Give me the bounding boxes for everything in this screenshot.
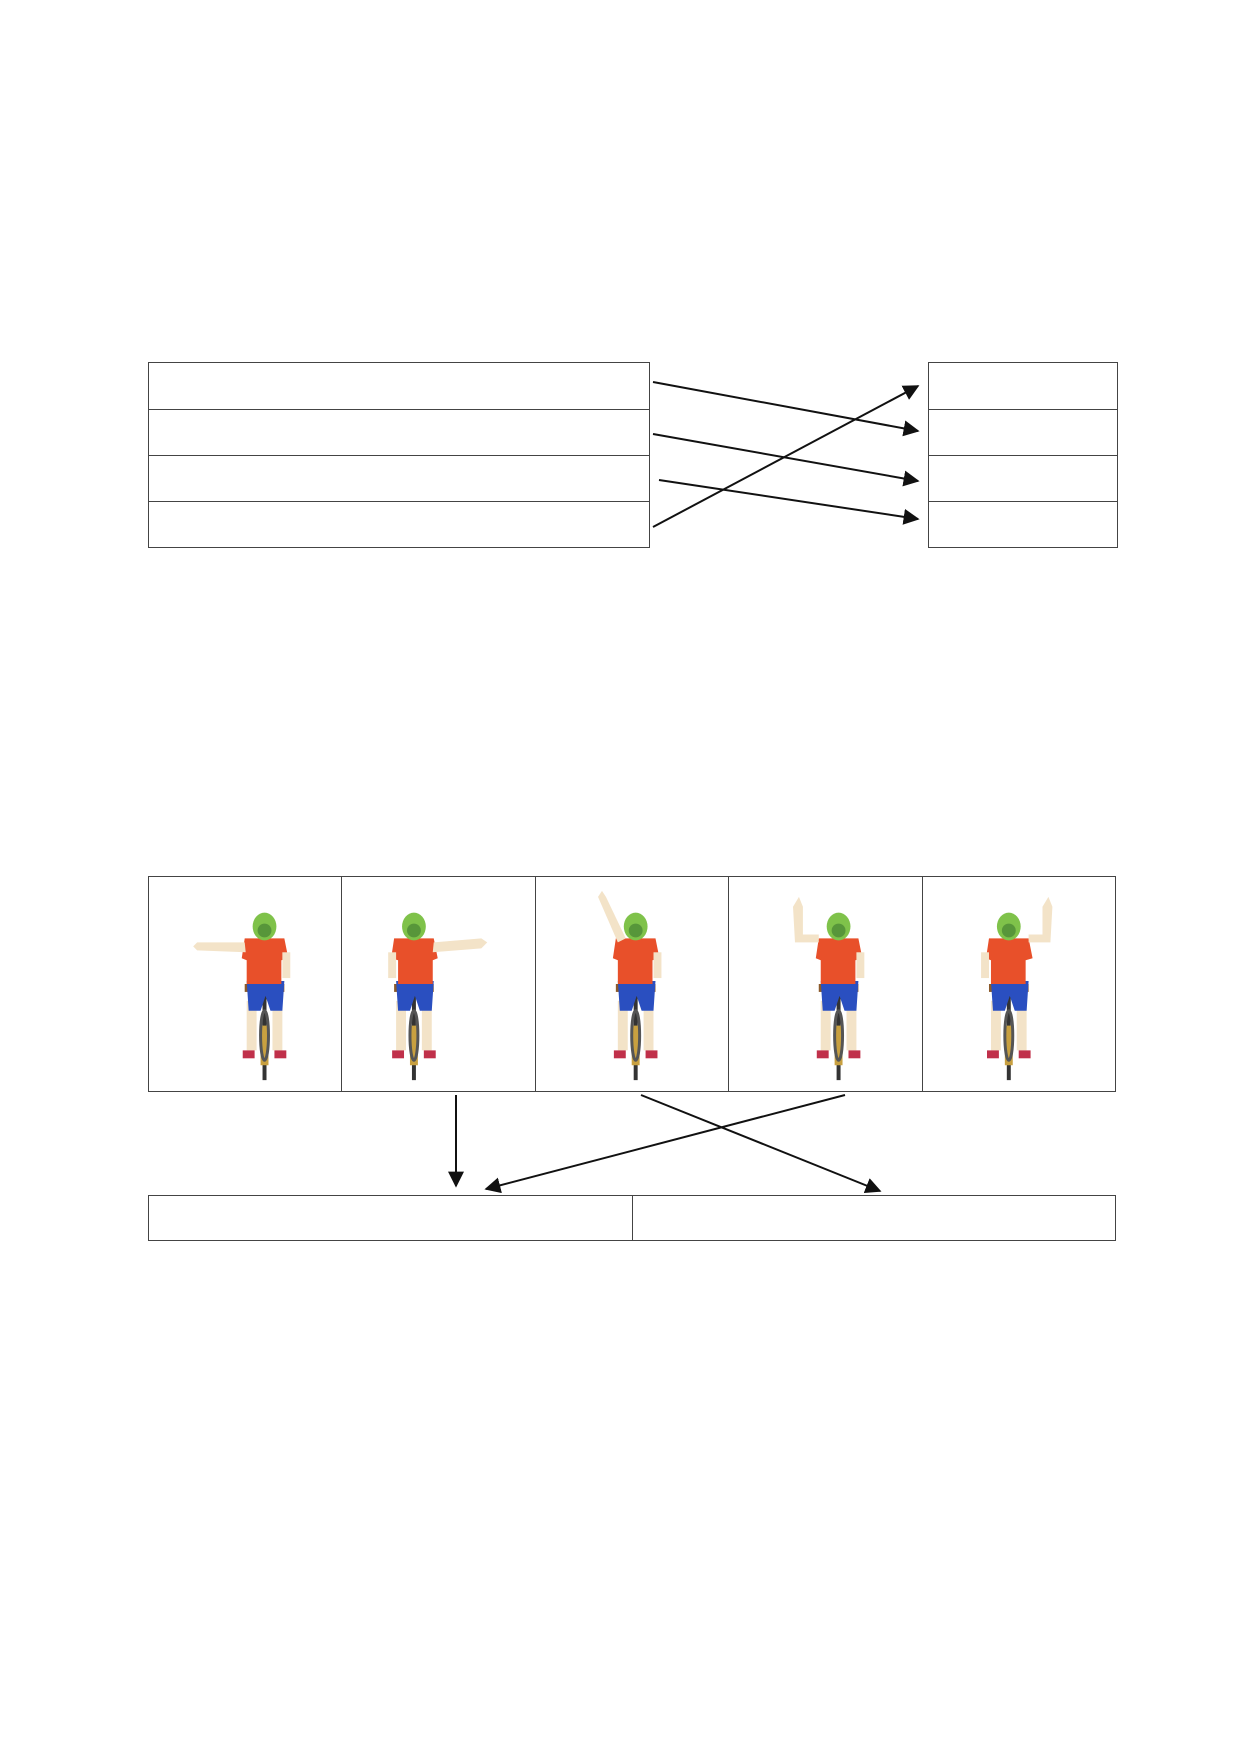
cyclist-right-arm-bent-up-icon: [980, 896, 1053, 1081]
matching-left-box-2[interactable]: [149, 409, 649, 455]
picture-cell-2: [341, 877, 534, 1091]
matching-right-column: [928, 362, 1118, 548]
arrow-left3-to-right4: [658, 479, 920, 525]
arrow-pic3-to-answer2: [640, 1094, 882, 1194]
matching-right-box-3[interactable]: [929, 455, 1117, 501]
matching-left-column: [148, 362, 650, 548]
picture-cell-5: [921, 877, 1115, 1091]
picture-cell-3: [534, 877, 728, 1091]
picture-cell-4: [728, 877, 921, 1091]
cyclist-left-arm-out-icon: [193, 912, 291, 1081]
answer-box-1[interactable]: [149, 1196, 632, 1240]
matching-right-box-1[interactable]: [929, 363, 1117, 409]
arrow-left1-to-right2: [652, 381, 920, 437]
answer-boxes-row: [148, 1195, 1116, 1241]
matching-left-box-4[interactable]: [149, 501, 649, 547]
matching-left-box-3[interactable]: [149, 455, 649, 501]
cyclist-left-arm-bent-up-icon: [793, 896, 865, 1081]
cyclist-right-arm-out-icon: [388, 912, 488, 1081]
cyclist-pictures-row: [148, 876, 1116, 1092]
picture-cell-1: [149, 877, 341, 1091]
cyclist-left-arm-up-icon: [597, 890, 662, 1081]
arrow-left4-to-right1: [652, 385, 920, 528]
answer-box-2[interactable]: [631, 1196, 1116, 1240]
matching-right-box-4[interactable]: [929, 501, 1117, 547]
matching-left-box-1[interactable]: [149, 363, 649, 409]
arrow-pic4-to-answer1: [484, 1094, 846, 1194]
matching-right-box-2[interactable]: [929, 409, 1117, 455]
arrow-left2-to-right3: [652, 433, 920, 487]
